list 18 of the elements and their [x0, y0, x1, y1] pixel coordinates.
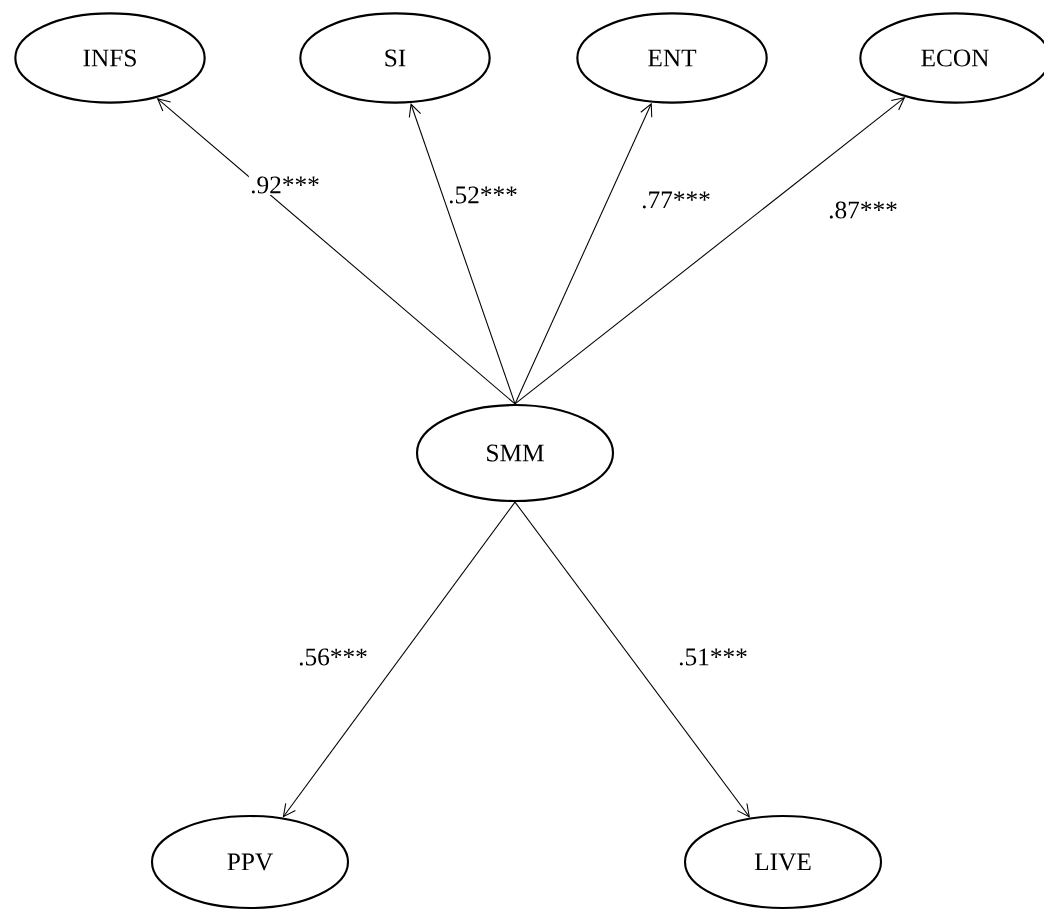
- ellipse-node: PPV: [150, 814, 350, 910]
- arrow: [408, 103, 516, 405]
- arrow: [282, 501, 516, 818]
- ellipse-node: SMM: [415, 403, 615, 503]
- edge-label: .51***: [676, 647, 750, 667]
- ellipse-node: SI: [299, 12, 491, 104]
- edge-label: .87***: [826, 200, 900, 220]
- arrow: [514, 97, 906, 405]
- edge-label: .77***: [639, 190, 713, 210]
- ellipse-node: ENT: [576, 12, 768, 104]
- edge-label: .52***: [446, 185, 520, 205]
- arrow: [156, 97, 516, 405]
- edge-label: .56***: [296, 647, 370, 667]
- ellipse-node: LIVE: [683, 814, 883, 910]
- arrow: [514, 501, 750, 818]
- arrow: [514, 102, 653, 405]
- ellipse-node: INFS: [14, 12, 206, 104]
- edge-label: .92***: [248, 175, 322, 195]
